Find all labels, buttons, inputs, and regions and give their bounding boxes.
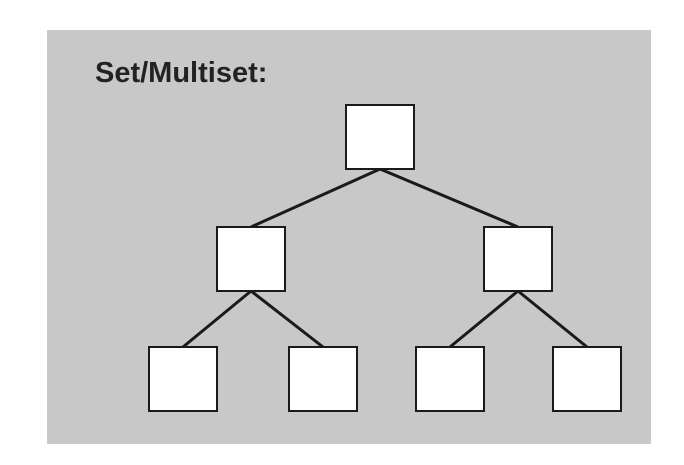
tree-edges (182, 167, 588, 349)
edge-root-to-left (250, 167, 381, 229)
tree-node-left (216, 226, 286, 292)
tree-node-root (345, 104, 415, 170)
edge-left-to-left-left (182, 289, 252, 349)
tree-node-right-right (552, 346, 622, 412)
edge-right-to-right-left (449, 289, 519, 349)
diagram-panel: Set/Multiset: (47, 30, 651, 444)
edge-right-to-right-right (517, 289, 588, 349)
tree-node-right-left (415, 346, 485, 412)
edge-root-to-right (379, 167, 519, 229)
tree-nodes (148, 104, 622, 412)
tree-node-right (483, 226, 553, 292)
edge-left-to-left-right (250, 289, 324, 349)
tree-diagram (148, 104, 622, 412)
tree-node-left-left (148, 346, 218, 412)
diagram-title: Set/Multiset: (95, 57, 268, 89)
tree-node-left-right (288, 346, 358, 412)
